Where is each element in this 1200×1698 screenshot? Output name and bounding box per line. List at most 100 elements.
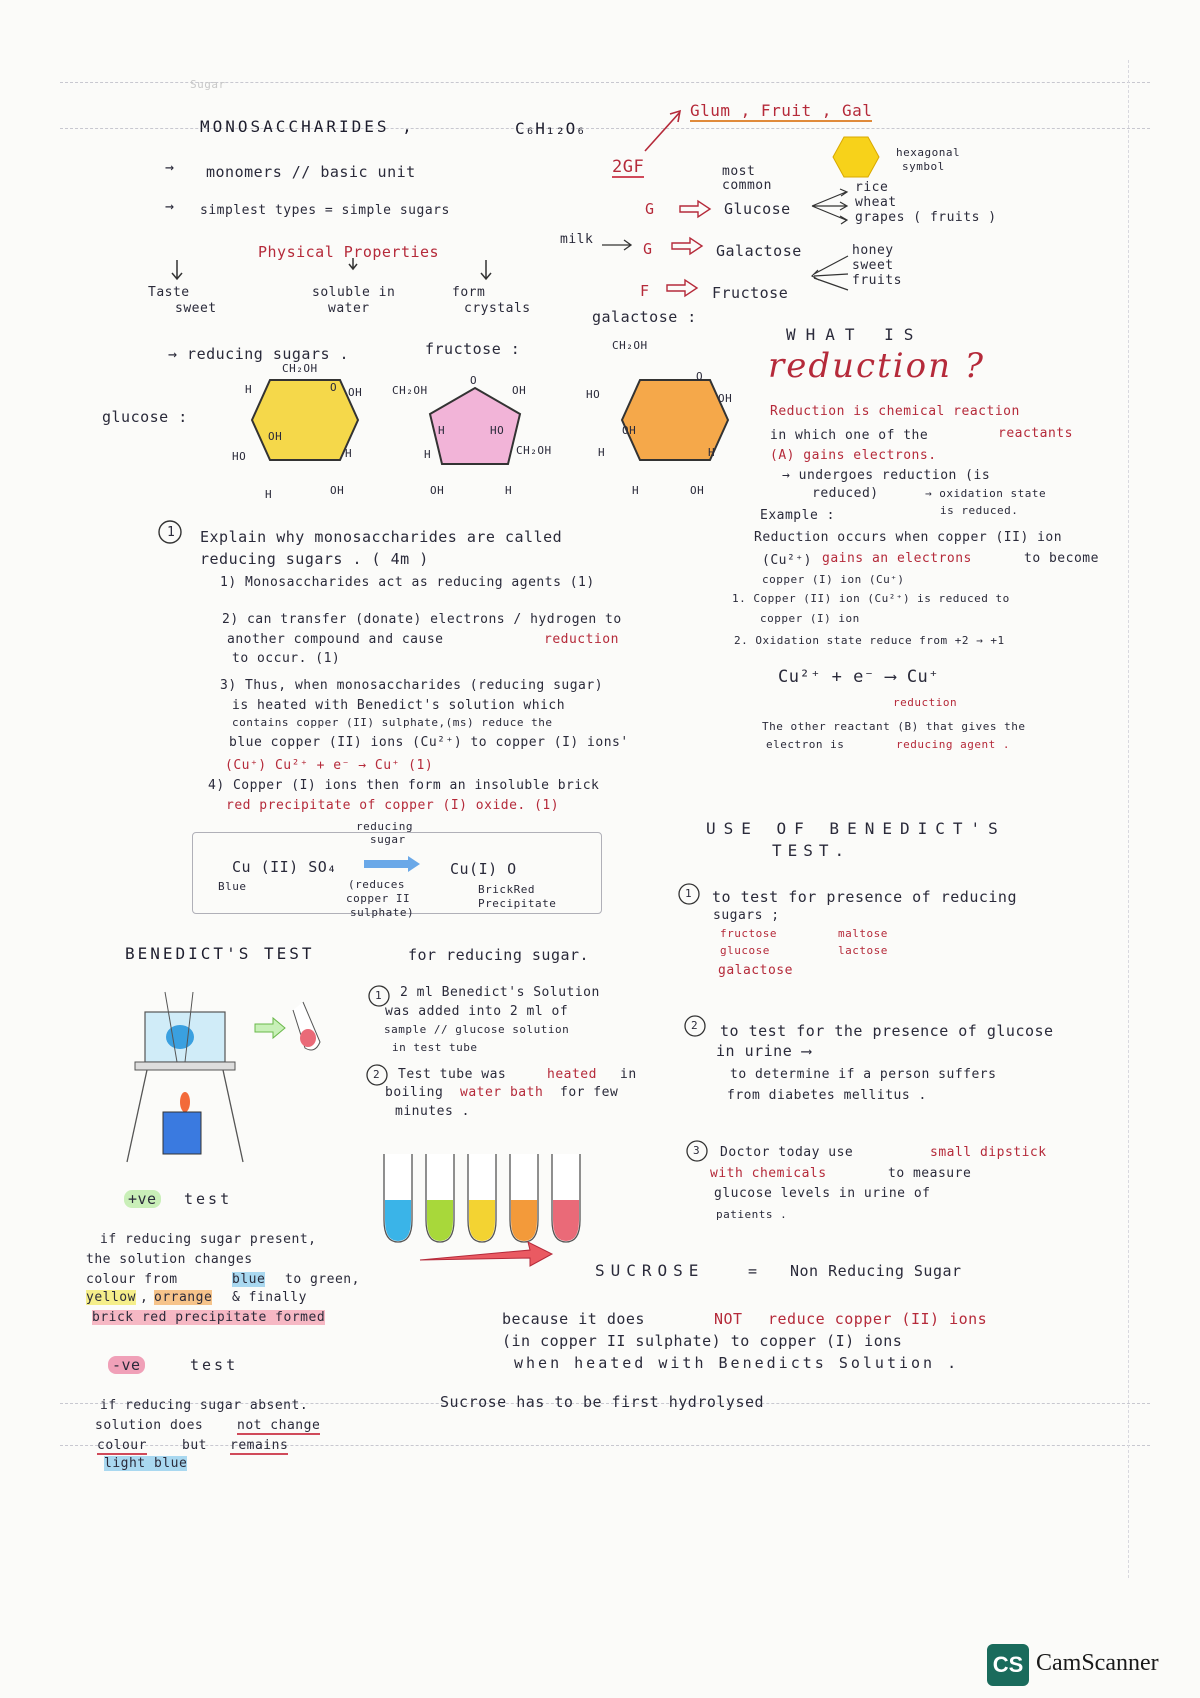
atom-label: OH	[512, 384, 527, 397]
use-3d: patients .	[716, 1208, 788, 1221]
atom-label: H	[708, 446, 716, 459]
test-tube	[467, 1154, 497, 1243]
lactose-item: lactose	[838, 944, 888, 957]
rule-line	[60, 128, 1150, 129]
use-1: to test for presence of reducing	[712, 888, 1017, 906]
reduction-def-1: Reduction is chemical reaction	[770, 404, 1020, 419]
atom-label: OH	[330, 484, 345, 497]
step-number: 1	[375, 989, 383, 1002]
two-gf: 2GF	[612, 157, 645, 178]
arrow: →	[165, 197, 175, 215]
what-is-heading: WHAT IS	[786, 325, 924, 344]
blue-label: Blue	[218, 880, 247, 893]
common-text: common	[722, 178, 772, 193]
rule-line	[60, 1445, 1150, 1446]
negative-test-label: test	[190, 1356, 239, 1374]
answer-3d: blue copper (II) ions (Cu²⁺) to copper (…	[229, 735, 629, 750]
step-2: Test tube was	[398, 1067, 507, 1082]
most-text: most	[722, 164, 756, 179]
camscanner-logo: CS	[987, 1644, 1029, 1686]
galactose-label: galactose :	[592, 308, 697, 326]
uses-heading-2: TEST.	[772, 841, 851, 860]
atom-label: HO	[232, 450, 247, 463]
answer-4b: red precipitate of copper (I) oxide. (1)	[226, 798, 560, 813]
circle-number	[684, 1015, 706, 1037]
f-label: F	[640, 282, 650, 300]
converge-arrows	[811, 255, 849, 291]
sucrose-line-3: when heated with Benedicts Solution .	[514, 1354, 960, 1372]
arrow: →	[165, 158, 175, 176]
sweet-text: sweet	[852, 258, 894, 273]
glucose-text: Glucose	[724, 200, 791, 218]
atom-label: H	[598, 446, 606, 459]
point-1: 1. Copper (II) ion (Cu²⁺) is reduced to	[732, 592, 1010, 605]
circle-number	[686, 1140, 708, 1162]
is-reduced-text: is reduced.	[940, 504, 1019, 517]
fructose-item: fructose	[720, 927, 777, 940]
atom-label: O	[470, 374, 478, 387]
answer-1: 1) Monosaccharides act as reducing agent…	[220, 575, 595, 590]
physical-properties-heading: Physical Properties	[258, 243, 440, 261]
equation-box	[192, 832, 602, 914]
hexagonal-text: hexagonal	[896, 146, 961, 159]
rice-text: rice	[855, 180, 889, 195]
test-tube	[551, 1154, 581, 1243]
pos-line-2: the solution changes	[86, 1252, 253, 1267]
taste-text-2: sweet	[175, 301, 217, 316]
example-1: Reduction occurs when copper (II) ion	[754, 530, 1063, 545]
pos-line-1: if reducing sugar present,	[100, 1232, 317, 1247]
blue-highlight: blue	[232, 1272, 266, 1287]
cu2o: Cu(I) O	[450, 860, 517, 878]
answer-4: 4) Copper (I) ions then form an insolubl…	[208, 778, 600, 793]
test-tube	[509, 1154, 539, 1243]
answer-3: 3) Thus, when monosaccharides (reducing …	[220, 678, 604, 693]
use-2: to test for the presence of glucose	[720, 1022, 1054, 1040]
yellow-highlight: yellow	[86, 1290, 136, 1305]
question-text-2: reducing sugars . ( 4m )	[200, 550, 429, 568]
monomers-text: monomers // basic unit	[206, 163, 416, 181]
use-1b: sugars ;	[713, 908, 780, 923]
point-1b: copper (I) ion	[760, 612, 860, 625]
galactose-text: Galactose	[716, 242, 802, 260]
double-arrow	[679, 199, 712, 219]
fructose-structure	[428, 386, 522, 465]
negative-badge: -ve	[108, 1356, 145, 1374]
atom-label: OH	[430, 484, 445, 497]
heated-word: heated	[547, 1067, 597, 1082]
taste-text: Taste	[148, 285, 190, 300]
milk-arrow	[602, 239, 633, 251]
milk-text: milk	[560, 232, 594, 247]
reduction-title: reduction ?	[768, 346, 986, 386]
circle-number	[366, 1064, 388, 1086]
reduction-def-2a: in which one of the	[770, 428, 929, 443]
chemicals-text: with chemicals	[710, 1166, 827, 1181]
maltose-item: maltose	[838, 927, 888, 940]
cuso4: Cu (II) SO₄	[232, 858, 337, 876]
question-text: Explain why monosaccharides are called	[200, 528, 563, 546]
simplest-text: simplest types = simple sugars	[200, 203, 450, 218]
glum-fruit-gal: Glum , Fruit , Gal	[690, 101, 873, 122]
atom-label: H	[345, 447, 353, 460]
rule-line	[60, 82, 1150, 83]
example-label: Example :	[760, 508, 835, 523]
pos-line-3a: colour from	[86, 1272, 178, 1287]
pos-line-4d: & finally	[232, 1290, 307, 1305]
point-2: 2. Oxidation state reduce from +2 → +1	[734, 634, 1005, 647]
because-text: because it does	[502, 1310, 645, 1328]
uses-heading: USE OF BENEDICT'S	[706, 819, 1006, 838]
atom-label: H	[424, 448, 432, 461]
honey-text: honey	[852, 243, 894, 258]
benedict-title: BENEDICT'S TEST	[125, 944, 315, 963]
atom-label: OH	[268, 430, 283, 443]
benedict-title-2: for reducing sugar.	[408, 946, 590, 964]
undergoes-reduction: → undergoes reduction (is	[782, 468, 991, 483]
reduced-text: reduced)	[812, 486, 879, 501]
symbol-text: symbol	[902, 160, 945, 173]
gains-electrons: (A) gains electrons.	[770, 448, 937, 463]
oxidation-state-text: → oxidation state	[925, 487, 1047, 500]
fructose-label: fructose :	[425, 340, 521, 358]
other-reactant-2a: electron is	[766, 738, 845, 751]
step-2b-end: for few	[560, 1085, 619, 1100]
wheat-text: wheat	[855, 195, 897, 210]
